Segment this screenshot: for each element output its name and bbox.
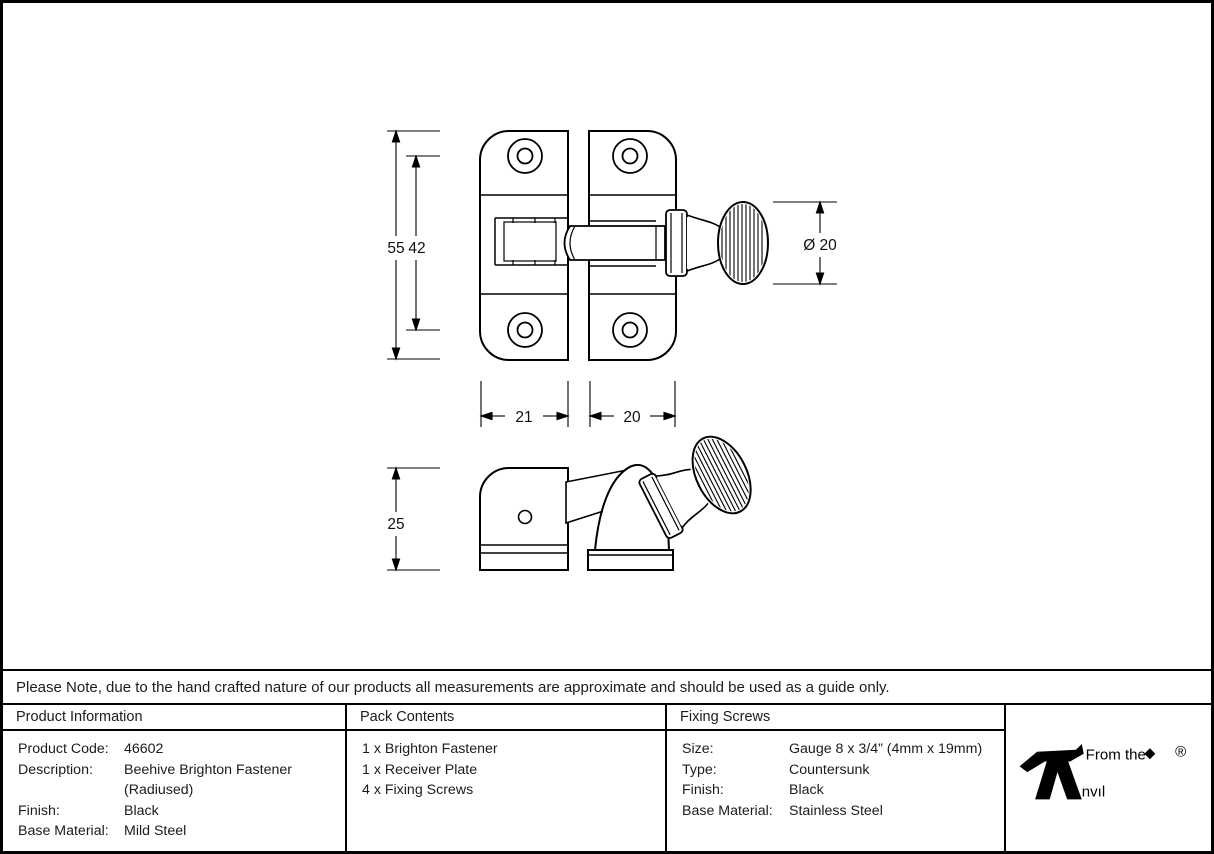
fixing-screws-header: Fixing Screws bbox=[667, 705, 1004, 731]
from-the-anvil-logo: From the nvıl ® bbox=[1019, 743, 1186, 800]
spec-value: Beehive Brighton Fastener (Radiused) bbox=[124, 761, 292, 799]
spec-label: Finish: bbox=[18, 802, 60, 819]
dimension-20: 20 bbox=[589, 409, 676, 426]
technical-drawing-area: 55 42 bbox=[3, 3, 1211, 671]
dim-label-20: 20 bbox=[623, 409, 641, 426]
product-info-table: Product Information Product Code: 46602 … bbox=[3, 705, 1211, 851]
spec-value: Gauge 8 x 3/4” (4mm x 19mm) bbox=[789, 741, 983, 757]
dim-label-diameter: Ø 20 bbox=[803, 237, 837, 254]
logo-brand-text: nvıl bbox=[1081, 783, 1104, 800]
dimension-55: 55 bbox=[387, 130, 440, 360]
dimension-knob-diameter: Ø 20 bbox=[773, 201, 837, 285]
diamond-i-dot bbox=[1143, 748, 1155, 760]
spec-value: Stainless Steel bbox=[789, 802, 883, 819]
fixing-screws-body: Size: Gauge 8 x 3/4” (4mm x 19mm) Type: … bbox=[667, 731, 1004, 821]
latch-bolt bbox=[563, 225, 666, 261]
fastener-technical-drawing: 55 42 bbox=[387, 130, 837, 571]
spec-value: Black bbox=[124, 802, 159, 819]
fastener-plate-outline bbox=[479, 130, 569, 361]
pack-contents-column: Pack Contents 1 x Brighton Fastener 1 x … bbox=[347, 705, 667, 851]
measurement-disclaimer-row: Please Note, due to the hand crafted nat… bbox=[3, 671, 1211, 705]
dimension-25: 25 bbox=[387, 467, 440, 571]
product-information-column: Product Information Product Code: 46602 … bbox=[3, 705, 347, 851]
pack-item: 4 x Fixing Screws bbox=[362, 782, 474, 798]
spec-label: Finish: bbox=[682, 782, 724, 798]
fixing-screws-column: Fixing Screws Size: Gauge 8 x 3/4” (4mm … bbox=[667, 705, 1006, 851]
measurement-disclaimer-text: Please Note, due to the hand crafted nat… bbox=[16, 678, 890, 696]
spec-value: Countersunk bbox=[789, 761, 870, 778]
spec-value: Black bbox=[789, 782, 824, 798]
knob-collar bbox=[665, 209, 688, 277]
spec-value: Mild Steel bbox=[124, 823, 187, 839]
pack-contents-header: Pack Contents bbox=[347, 705, 665, 731]
screw-holes bbox=[507, 138, 648, 348]
spec-label: Base Material: bbox=[18, 823, 109, 839]
spec-label: Description: bbox=[18, 761, 93, 778]
top-view-drawing bbox=[479, 130, 769, 361]
pack-item: 1 x Brighton Fastener bbox=[362, 741, 498, 757]
dimension-42: 42 bbox=[406, 155, 440, 331]
dim-label-25: 25 bbox=[387, 516, 404, 533]
latch-channel bbox=[494, 217, 568, 266]
dim-label-42: 42 bbox=[408, 240, 425, 257]
beehive-knob bbox=[717, 201, 769, 285]
spec-label: Type: bbox=[682, 761, 717, 778]
anvil-a-icon bbox=[1019, 743, 1084, 800]
product-information-body: Product Code: 46602 Description: Beehive… bbox=[3, 731, 345, 842]
fastener-side-profile bbox=[479, 467, 569, 571]
registered-trademark-icon: ® bbox=[1175, 744, 1186, 761]
pack-contents-body: 1 x Brighton Fastener 1 x Receiver Plate… bbox=[347, 731, 665, 801]
brand-logo-cell: From the nvıl ® bbox=[1006, 705, 1211, 851]
dim-label-55: 55 bbox=[387, 240, 404, 257]
spec-label: Base Material: bbox=[682, 802, 773, 819]
dim-label-21: 21 bbox=[515, 409, 532, 426]
spec-label: Product Code: bbox=[18, 741, 109, 757]
spec-value: 46602 bbox=[124, 741, 164, 757]
logo-tagline: From the bbox=[1085, 747, 1145, 764]
product-information-header: Product Information bbox=[3, 705, 345, 731]
pack-item: 1 x Receiver Plate bbox=[362, 761, 478, 778]
spec-label: Size: bbox=[682, 741, 714, 757]
dimension-21: 21 bbox=[480, 409, 569, 426]
